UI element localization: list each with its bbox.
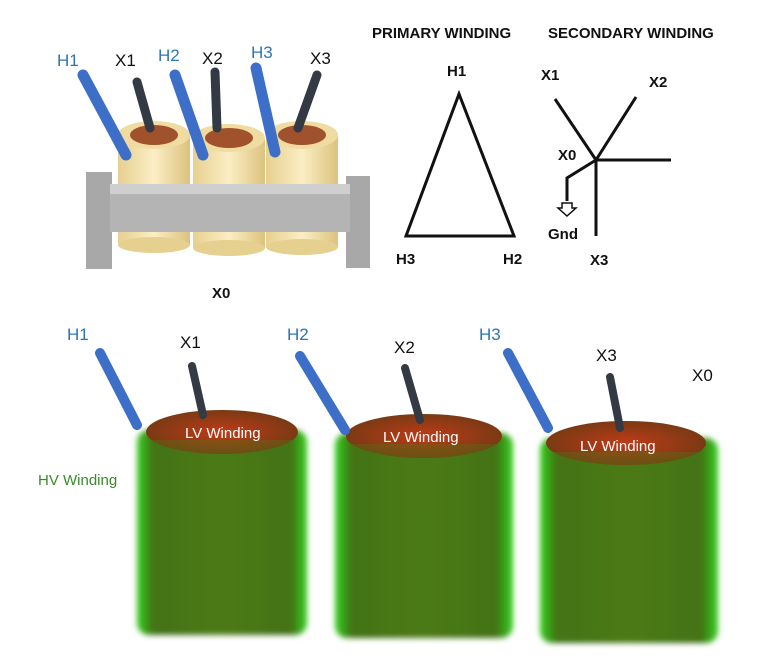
x3-terminal (293, 70, 322, 133)
h3-label: H3 (251, 43, 273, 62)
h2-terminal (295, 351, 350, 435)
lv-winding (546, 421, 706, 465)
x3-terminal (606, 373, 624, 432)
lv-winding-label: LV Winding (580, 438, 656, 455)
bottom-x3-label: X3 (596, 346, 617, 365)
h3-terminal (503, 348, 553, 433)
phase-winding-2: LV Winding (295, 351, 513, 638)
wye-lines (553, 96, 671, 236)
phase-winding-1: LV Winding (95, 348, 307, 635)
primary-h1-label: H1 (447, 63, 466, 80)
bottom-x0-label: X0 (692, 366, 713, 385)
secondary-x0-label: X0 (558, 147, 576, 164)
secondary-title: SECONDARY WINDING (548, 25, 714, 42)
h3-terminal (250, 62, 281, 158)
secondary-x1-label: X1 (541, 67, 559, 84)
bottom-x2-label: X2 (394, 338, 415, 357)
gnd-label: Gnd (548, 226, 578, 243)
bottom-h1-label: H1 (67, 325, 89, 344)
lv-winding (346, 414, 502, 458)
h1-label: H1 (57, 51, 79, 70)
lv-winding (146, 410, 298, 454)
secondary-x3-label: X3 (590, 252, 608, 269)
primary-h2-label: H2 (503, 251, 522, 268)
x1-terminal (132, 77, 155, 133)
x0-label: X0 (212, 285, 230, 302)
bottom-h2-label: H2 (287, 325, 309, 344)
h2-terminal (169, 69, 209, 161)
winding-model: LV Winding LV Winding LV Winding H1 X1 H… (38, 325, 718, 643)
bottom-x1-label: X1 (180, 333, 201, 352)
secondary-x2-label: X2 (649, 74, 667, 91)
h1-terminal (95, 348, 142, 430)
x2-terminal (210, 67, 222, 133)
lv-winding-label: LV Winding (185, 425, 261, 442)
x2-label: X2 (202, 49, 223, 68)
core-left-leg (86, 172, 112, 269)
lv-winding-label: LV Winding (383, 429, 459, 446)
ground-arrow-icon (556, 202, 578, 218)
x1-label: X1 (115, 51, 136, 70)
bottom-h3-label: H3 (479, 325, 501, 344)
x2-terminal (401, 364, 424, 424)
x3-label: X3 (310, 49, 331, 68)
hv-winding (540, 438, 718, 643)
primary-winding-delta: PRIMARY WINDING H1 H3 H2 (372, 25, 522, 268)
x1-terminal (188, 362, 207, 419)
primary-title: PRIMARY WINDING (372, 25, 511, 42)
h1-terminal (77, 69, 132, 161)
secondary-winding-wye: SECONDARY WINDING X1 X2 X0 Gnd X3 (541, 25, 714, 269)
primary-h3-label: H3 (396, 251, 415, 268)
hv-winding (335, 433, 513, 638)
phase-winding-3: LV Winding (503, 348, 718, 643)
h2-label: H2 (158, 46, 180, 65)
delta-triangle (403, 89, 517, 238)
hv-winding (137, 430, 307, 635)
core-assembly-model: H1 X1 H2 X2 H3 X3 X0 (57, 43, 370, 302)
hv-winding-label: HV Winding (38, 472, 117, 489)
